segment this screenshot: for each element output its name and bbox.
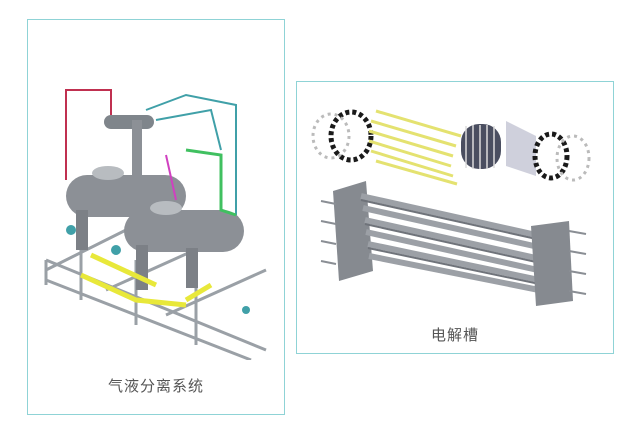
- yellow-pipe: [79, 252, 213, 308]
- red-pipe: [65, 89, 112, 180]
- exploded-electrolyzer-view: [311, 109, 591, 186]
- tie-rods: [360, 193, 550, 295]
- electrode-rods: [368, 109, 462, 186]
- assembled-electrolyzer: [320, 181, 587, 306]
- gas-liquid-separation-panel: 气液分离系统: [27, 19, 285, 415]
- gas-liquid-separator-illustration: [44, 89, 267, 360]
- top-drum: [104, 115, 154, 180]
- right-caption: 电解槽: [430, 326, 479, 344]
- electrolyzer-illustration: [311, 109, 591, 306]
- teal-pipe: [145, 93, 237, 230]
- right-end-plate: [531, 221, 573, 306]
- end-plate: [506, 121, 536, 176]
- green-pipe: [185, 148, 237, 217]
- left-caption: 气液分离系统: [107, 377, 204, 395]
- right-end-ring: [532, 131, 570, 181]
- cell-stack: [461, 124, 501, 169]
- electrolyzer-panel: 电解槽: [296, 81, 614, 354]
- left-end-ring: [311, 109, 374, 163]
